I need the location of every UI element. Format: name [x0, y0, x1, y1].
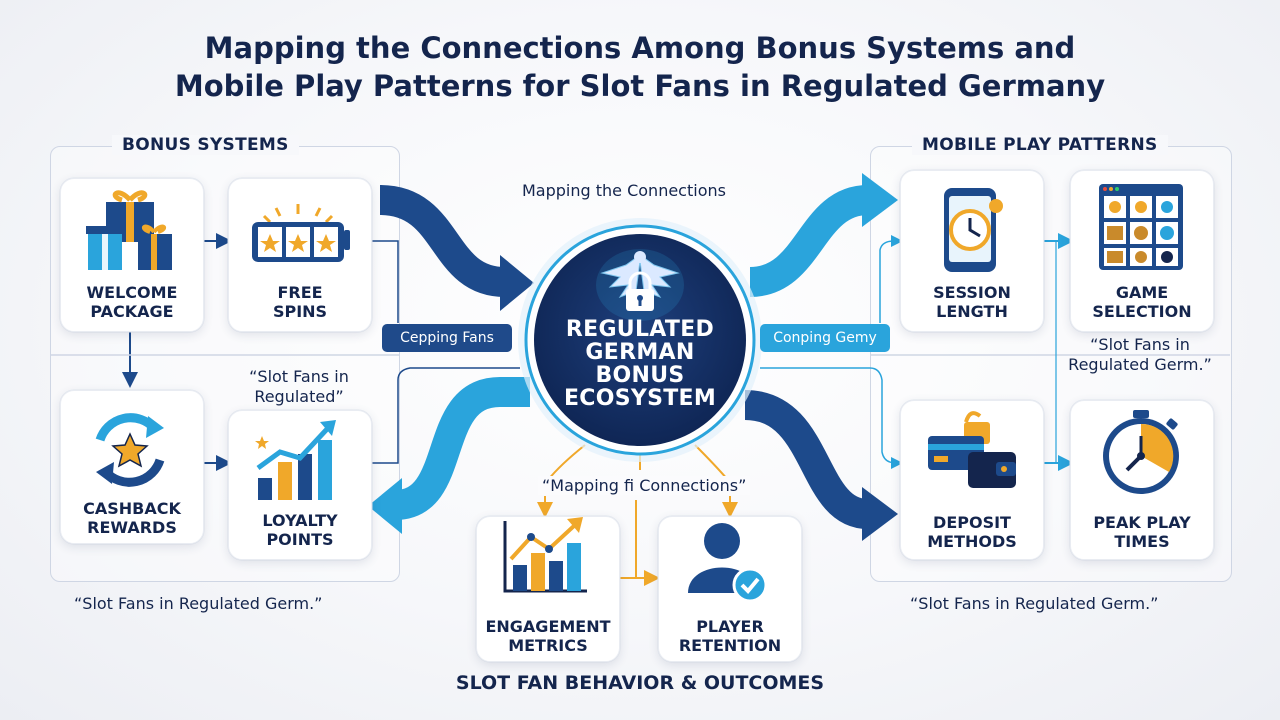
card-label: SESSION [933, 283, 1011, 302]
card-label: DEPOSIT [933, 513, 1011, 532]
pill-left: Cepping Fans [382, 324, 512, 352]
center-top-caption: Mapping the Connections [522, 181, 726, 200]
card-label: FREE [277, 283, 323, 302]
left-panel-quote: “Slot Fans in Regulated” [228, 367, 370, 407]
quote-line: Regulated” [254, 387, 344, 406]
cycle-star-icon [95, 413, 165, 487]
card-label: LOYALTY [262, 511, 338, 530]
hub-line: BONUS [595, 363, 685, 388]
card-label: ENGAGEMENT [485, 617, 611, 636]
card-engagement-metrics[interactable]: ENGAGEMENT METRICS [476, 516, 620, 662]
card-label: GAME [1115, 283, 1169, 302]
hub-line: GERMAN [585, 340, 695, 365]
card-label: CASHBACK [83, 499, 181, 518]
stopwatch-icon [1103, 410, 1179, 494]
card-label: PLAYER [696, 617, 764, 636]
card-label: SPINS [272, 302, 328, 321]
right-panel-quote: “Slot Fans in Regulated Germ.” [1060, 335, 1220, 375]
hub-line: REGULATED [565, 317, 715, 342]
card-label: SELECTION [1092, 302, 1192, 321]
left-thin-connectors [50, 233, 520, 471]
hub-label: REGULATED GERMAN BONUS ECOSYSTEM [520, 318, 760, 410]
card-game-selection[interactable]: GAME SELECTION [1070, 170, 1214, 332]
card-session-length[interactable]: SESSION LENGTH [900, 170, 1044, 332]
outcomes-title: SLOT FAN BEHAVIOR & OUTCOMES [455, 672, 825, 694]
quote-line: “Slot Fans in [1090, 335, 1190, 354]
title-line-2: Mobile Play Patterns for Slot Fans in Re… [174, 69, 1106, 103]
growth-chart-icon [255, 420, 336, 500]
slot-reels-icon [252, 204, 350, 262]
card-label: LENGTH [936, 302, 1008, 321]
center-mid-caption: “Mapping fi Connections” [538, 476, 751, 495]
game-grid-icon [1099, 184, 1183, 270]
card-label: TIMES [1114, 532, 1170, 551]
left-footer-quote: “Slot Fans in Regulated Germ.” [74, 594, 323, 613]
quote-line: “Slot Fans in [249, 367, 349, 386]
card-label: WELCOME [86, 283, 178, 302]
user-check-icon [688, 523, 768, 603]
card-welcome-package[interactable]: WELCOME PACKAGE [60, 178, 204, 332]
card-label: PEAK PLAY [1093, 513, 1191, 532]
title-line-1: Mapping the Connections Among Bonus Syst… [204, 31, 1076, 65]
right-thin-connectors [760, 233, 1230, 471]
card-label: METRICS [508, 636, 588, 655]
eagle-lock-icon [596, 249, 684, 321]
card-label: RETENTION [678, 636, 782, 655]
hub-circle [518, 218, 762, 462]
card-label: REWARDS [87, 518, 177, 537]
right-footer-quote: “Slot Fans in Regulated Germ.” [910, 594, 1159, 613]
phone-clock-icon [944, 188, 1003, 272]
card-label: METHODS [927, 532, 1017, 551]
card-player-retention[interactable]: PLAYER RETENTION [658, 516, 802, 662]
card-deposit-methods[interactable]: DEPOSIT METHODS [900, 400, 1044, 560]
bonus-systems-title: BONUS SYSTEMS [112, 135, 299, 155]
card-free-spins[interactable]: FREE SPINS [228, 178, 372, 332]
mobile-play-patterns-title: MOBILE PLAY PATTERNS [912, 135, 1168, 155]
card-wallet-icon [928, 411, 1016, 488]
card-label: PACKAGE [90, 302, 174, 321]
big-arrows [368, 173, 898, 541]
card-loyalty-points[interactable]: LOYALTY POINTS [228, 410, 372, 560]
card-peak-play-times[interactable]: PEAK PLAY TIMES [1070, 400, 1214, 560]
quote-line: Regulated Germ.” [1068, 355, 1212, 374]
hub-line: ECOSYSTEM [563, 386, 717, 411]
metrics-chart-icon [503, 517, 587, 593]
gold-connectors [537, 444, 738, 586]
pill-right: Conping Gemy [760, 324, 890, 352]
card-cashback-rewards[interactable]: CASHBACK REWARDS [60, 390, 204, 544]
gift-boxes-icon [86, 190, 172, 270]
card-label: POINTS [266, 530, 334, 549]
